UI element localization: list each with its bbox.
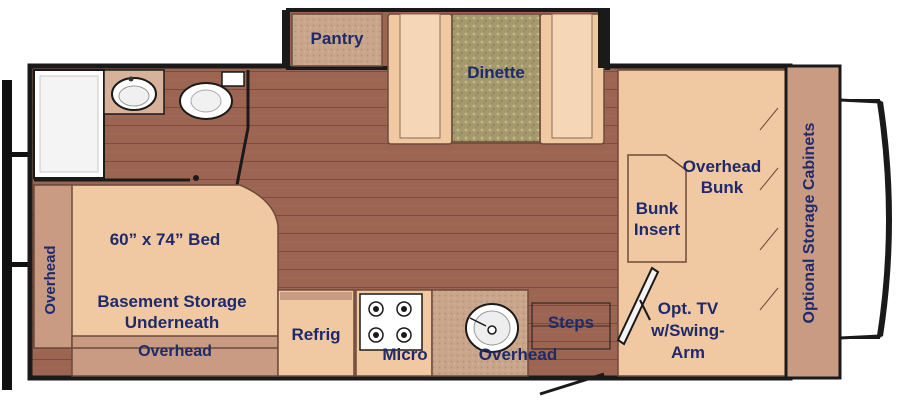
bed-label: 60” x 74” Bed <box>109 230 221 249</box>
dinette-label: Dinette <box>467 63 525 82</box>
bunk-insert <box>627 154 687 263</box>
tv-label-2: w/Swing- <box>651 321 725 340</box>
overhead-bunk <box>617 69 787 377</box>
overhead-left-cabinet <box>33 184 73 349</box>
dinette-table <box>451 13 541 143</box>
rear-bumper <box>2 80 12 390</box>
bath-door <box>234 127 250 191</box>
overhead-bottom-label: Overhead <box>138 343 212 360</box>
tv-label-1: Opt. TV <box>657 299 719 318</box>
micro-label: Micro <box>382 345 428 364</box>
basement-storage-label-2: Underneath <box>124 313 220 332</box>
storage-cabinets <box>784 64 842 380</box>
bunk-insert-label-2: Insert <box>633 220 681 239</box>
pantry-cabinet <box>291 13 383 67</box>
pantry-label: Pantry <box>310 29 364 48</box>
basement-storage-label-1: Basement Storage <box>97 292 247 311</box>
tv <box>616 266 660 346</box>
overhead-bunk-label-2: Bunk <box>700 178 744 197</box>
overhead-left-label: Overhead <box>42 245 59 315</box>
overhead-kitchen-label: Overhead <box>478 345 558 364</box>
windshield <box>839 98 888 340</box>
storage-cabinets-label: Optional Storage Cabinets <box>801 122 818 324</box>
bunk-insert-label-1: Bunk <box>635 199 679 218</box>
entry-door <box>539 372 605 396</box>
tv-label-3: Arm <box>670 343 705 362</box>
refrigerator <box>277 289 355 377</box>
steps-label: Steps <box>547 313 595 332</box>
overhead-bunk-label-1: Overhead <box>682 157 762 176</box>
refrig-label: Refrig <box>291 325 341 344</box>
